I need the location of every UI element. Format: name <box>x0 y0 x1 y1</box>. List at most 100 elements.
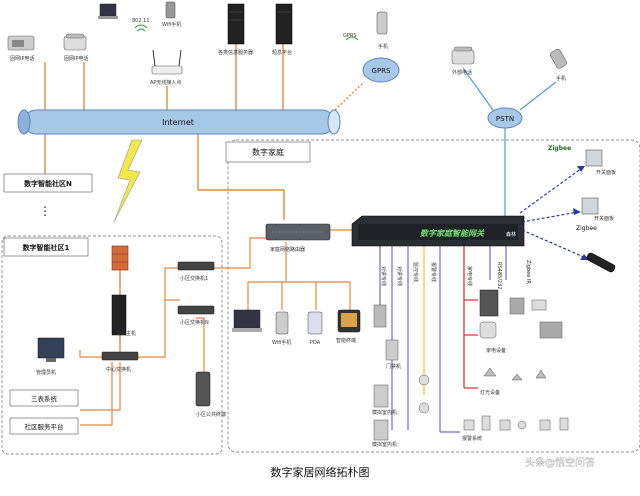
gateway-host: 出口主机 <box>111 294 136 337</box>
external-phone: 外部电话 <box>451 46 475 76</box>
system-box-1: 三表系统 <box>9 389 79 407</box>
cluster-switch: 中心交换机 <box>101 351 139 373</box>
system-box-2: 社区服务平台 <box>9 417 79 435</box>
ip-phone-1-label: 固网IP电话 <box>10 55 35 62</box>
sensor-icon <box>499 419 511 431</box>
sensor-icon <box>539 419 551 431</box>
sensor-icon <box>481 415 491 431</box>
intercom-icon <box>373 304 387 328</box>
gateway-label: 数字家庭智能网关 <box>420 229 485 238</box>
watermark: 头条@悟空问答 <box>525 456 595 469</box>
laptop-top <box>98 3 118 19</box>
sub-switch-n: 小区交换机N <box>177 305 215 326</box>
wifi-signal-icon <box>345 36 359 41</box>
switch-panel-icon <box>581 197 599 215</box>
zigbee-label: Zigbee <box>576 225 597 232</box>
smoke-detector-icon <box>517 420 527 430</box>
smart-home-gateway: 数字家庭智能网关 森林 <box>351 215 525 247</box>
bus5-label: 家电专线 <box>466 266 473 286</box>
intercom-1: 模拟室内机 <box>372 384 397 416</box>
home-laptop <box>232 309 262 332</box>
admin-pc: 管理员机 <box>36 337 65 376</box>
lamp-icon <box>483 367 547 381</box>
zigbee-device-1: 开关面板 <box>585 149 616 176</box>
intercom-icon <box>373 384 389 408</box>
terminal-label: 小区公共终端 <box>196 411 226 418</box>
washer-icon <box>479 321 497 339</box>
lights-label: 灯光设备 <box>480 389 500 396</box>
desk-phone-icon <box>451 49 475 65</box>
gprs-label: GPRS <box>372 67 392 75</box>
zigbee-ir-remote <box>586 252 616 273</box>
bus2-label: 对讲专线 <box>396 266 403 286</box>
bus1-label: 对讲专线 <box>380 266 387 286</box>
ap-access-point: AP无线接入点 <box>150 49 183 86</box>
switch-icon <box>101 351 139 361</box>
cluster-switch-label: 中心交换机 <box>106 366 131 373</box>
router-icon <box>151 65 183 75</box>
home-router-label: 家庭网络路由器 <box>270 246 305 253</box>
tv-icon <box>509 297 525 315</box>
sensor-icon <box>559 417 569 431</box>
fridge-icon <box>479 289 499 317</box>
door-unit <box>373 304 387 328</box>
cameras <box>418 374 430 414</box>
zigbee-dev2-label: 开关面板 <box>594 215 614 222</box>
pstn-cloud: PSTN <box>487 107 523 129</box>
gprs-mobile-label: 手机 <box>378 43 388 50</box>
sub-switch-1: 小区交换机1 <box>177 261 215 282</box>
ext-phone-label: 外部电话 <box>452 69 472 76</box>
wifi-phone-top-label: Wifi手机 <box>162 21 181 28</box>
appliances-label: 家电设备 <box>486 347 506 354</box>
zigbee-tag: Zigbee <box>548 145 571 152</box>
appliances-group: 家电设备 <box>479 289 563 354</box>
home-wifi-phone-label: Wifi手机 <box>272 339 291 346</box>
camera-icon <box>418 374 430 386</box>
gprs-mobile: GPRS 手机 <box>343 11 388 50</box>
firewall-device <box>111 245 129 271</box>
remote-control-icon <box>586 252 616 273</box>
bus6-label: RS485/232 <box>496 262 502 289</box>
home-wifi-phone: Wifi手机 <box>272 311 291 346</box>
intercom1-label: 模拟室内机 <box>372 409 397 416</box>
lights-group: 灯光设备 <box>480 367 547 396</box>
zigbee-device-2: 开关面板 <box>581 197 614 222</box>
diagram-title: 数字家居网络拓朴图 <box>271 465 370 479</box>
pstn-label: PSTN <box>496 115 514 123</box>
ip-phone-1: 固网IP电话 <box>7 35 35 62</box>
wireless-link-icon <box>113 139 143 223</box>
wifi-signal-icon <box>134 24 148 32</box>
firewall-icon <box>111 245 129 271</box>
server-icon <box>275 3 293 45</box>
community-ellipsis: ⋮ <box>39 204 51 218</box>
sys1-label: 三表系统 <box>31 394 58 403</box>
switch-icon <box>177 305 215 315</box>
servers-label: 各类信息服务器 <box>218 49 253 56</box>
alarm-label: 报警系统 <box>462 435 482 442</box>
gateway-host-label: 出口主机 <box>116 330 136 337</box>
wifi-phone-top: Wifi手机 <box>162 1 181 28</box>
ip-phone-2-label: 固网IP电话 <box>64 55 89 62</box>
gprs-tag-label: GPRS <box>343 33 357 39</box>
switch-panel-icon <box>585 149 603 167</box>
digital-home-region <box>227 139 640 453</box>
smart-terminal-label: 智能终端 <box>336 337 356 344</box>
intercom-icon <box>385 339 399 361</box>
indoor-unit: 门禁机 <box>385 339 401 370</box>
server-icon <box>227 3 245 45</box>
indoor-label: 门禁机 <box>386 363 401 370</box>
home-router: 家庭网络路由器 <box>265 223 331 253</box>
camera-icon <box>418 402 430 414</box>
bus3-label: 监控专线 <box>412 262 419 282</box>
intercom2-label: 模拟室内机 <box>372 441 397 448</box>
community-1-label: 数字智能社区1 <box>23 243 70 252</box>
platform-label: 短息平台 <box>272 49 292 56</box>
switch-icon <box>177 261 215 271</box>
public-terminal: 小区公共终端 <box>195 371 226 418</box>
pstn-mobile: 手机 <box>550 49 567 82</box>
home-pda: PDA <box>307 311 323 346</box>
ip-phone-2: 固网IP电话 <box>63 33 89 62</box>
aircon-icon <box>531 299 547 311</box>
alarm-group: 报警系统 <box>462 415 569 442</box>
bus4-label: 报警专线 <box>430 262 437 282</box>
